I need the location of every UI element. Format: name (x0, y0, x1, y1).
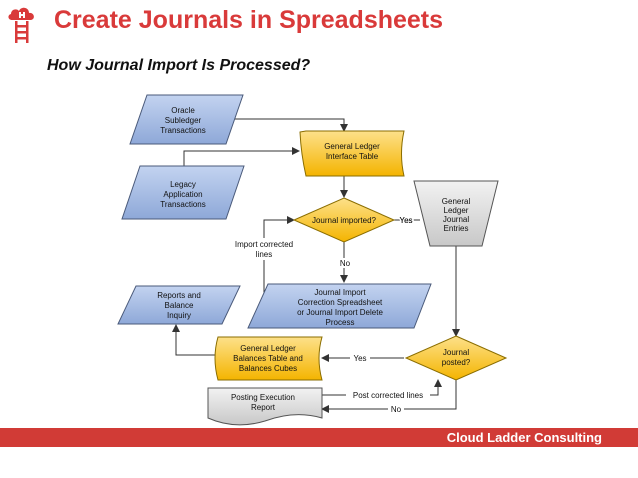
oracle-subledger-line-1: Oracle (171, 106, 195, 115)
legacy-line-1: Legacy (170, 180, 196, 189)
gl-balances-line-2: Balances Table and (233, 354, 303, 363)
legacy-line-3: Transactions (160, 200, 206, 209)
gl-interface-table-node: General Ledger Interface Table (299, 130, 405, 177)
import-corrected-line-1: Import corrected (235, 240, 293, 249)
gl-interface-line-2: Interface Table (326, 152, 379, 161)
gl-interface-line-1: General Ledger (324, 142, 380, 151)
import-corrected-line-2: lines (256, 250, 272, 259)
post-corrected-label: Post corrected lines (353, 391, 423, 400)
journal-import-correction-node: Journal Import Correction Spreadsheet or… (247, 283, 432, 329)
reports-line-1: Reports and (157, 291, 201, 300)
correction-line-2: Correction Spreadsheet (298, 298, 383, 307)
journal-posted-line-2: posted? (442, 358, 471, 367)
correction-line-4: Process (326, 318, 355, 327)
posting-report-line-1: Posting Execution (231, 393, 295, 402)
oracle-subledger-line-3: Transactions (160, 126, 206, 135)
footer-bar: Cloud Ladder Consulting (0, 428, 638, 447)
company-name: Cloud Ladder Consulting (446, 430, 602, 445)
no-imported-label: No (340, 259, 351, 268)
no-posted-label: No (391, 405, 402, 414)
journal-imported-label: Journal imported? (312, 216, 377, 225)
gl-balances-line-1: General Ledger (240, 344, 296, 353)
oracle-subledger-line-2: Subledger (165, 116, 202, 125)
legacy-line-2: Application (163, 190, 202, 199)
gl-balances-line-3: Balances Cubes (239, 364, 297, 373)
gl-journal-line-2: Ledger (444, 206, 469, 215)
yes-imported-label-fg: Yes (399, 216, 412, 225)
gl-journal-line-3: Journal (443, 215, 469, 224)
page-subtitle: How Journal Import Is Processed? (47, 57, 311, 74)
gl-journal-line-4: Entries (444, 224, 469, 233)
posting-report-line-2: Report (251, 403, 276, 412)
oracle-subledger-node: Oracle Subledger Transactions (129, 94, 244, 145)
legacy-application-node: Legacy Application Transactions (121, 165, 245, 220)
posting-report-node: Posting Execution Report (207, 387, 323, 426)
reports-line-2: Balance (165, 301, 194, 310)
correction-line-3: or Journal Import Delete (297, 308, 383, 317)
journal-posted-decision: Journal posted? (404, 335, 508, 381)
gl-journal-entries-node: General Ledger Journal Entries (413, 180, 499, 247)
page-title: Create Journals in Spreadsheets (54, 6, 444, 34)
correction-line-1: Journal Import (314, 288, 366, 297)
journal-posted-line-1: Journal (443, 348, 469, 357)
gl-journal-line-1: General (442, 197, 471, 206)
cloud-ladder-logo-icon (8, 7, 34, 43)
gl-balances-node: General Ledger Balances Table and Balanc… (214, 336, 323, 381)
journal-imported-decision: Journal imported? (292, 197, 396, 243)
yes-posted-label: Yes (353, 354, 366, 363)
reports-inquiry-node: Reports and Balance Inquiry (117, 285, 241, 325)
reports-line-3: Inquiry (167, 311, 191, 320)
yes-imported-label: Yes (399, 216, 412, 225)
